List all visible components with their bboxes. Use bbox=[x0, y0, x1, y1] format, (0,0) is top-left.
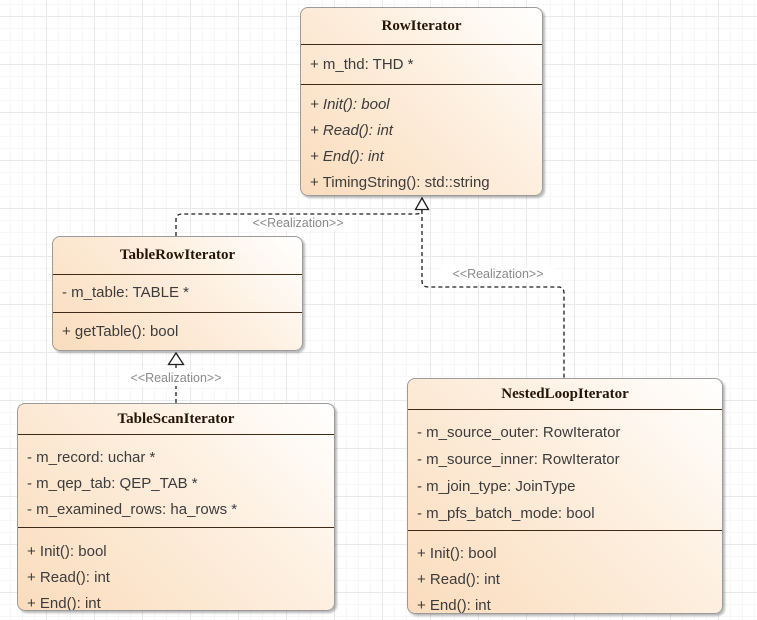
uml-attribute: - m_qep_tab: QEP_TAB * bbox=[27, 475, 198, 492]
uml-method: + Read(): int bbox=[27, 569, 110, 586]
uml-method: + Init(): bool bbox=[417, 545, 497, 562]
uml-method: + End(): int bbox=[310, 148, 384, 165]
class-rowiterator[interactable]: RowIterator + m_thd: THD * + Init(): boo… bbox=[300, 7, 543, 196]
realization-arrowhead bbox=[414, 196, 430, 211]
realization-label: <<Realization>> bbox=[442, 266, 554, 282]
realization-edge-nestedloop-rowiterator[interactable] bbox=[421, 210, 565, 378]
realization-edge-tablerow-rowiterator[interactable] bbox=[175, 209, 423, 236]
class-title: NestedLoopIterator bbox=[501, 385, 629, 402]
uml-method: + getTable(): bool bbox=[62, 323, 179, 340]
uml-attribute: + m_thd: THD * bbox=[310, 56, 414, 73]
uml-method: + Init(): bool bbox=[27, 543, 107, 560]
class-nestedloopiterator[interactable]: NestedLoopIterator - m_source_outer: Row… bbox=[407, 378, 723, 614]
uml-method: + Read(): int bbox=[417, 571, 500, 588]
class-title: RowIterator bbox=[381, 17, 462, 34]
uml-method: + Init(): bool bbox=[310, 96, 390, 113]
uml-attribute: - m_source_inner: RowIterator bbox=[417, 451, 620, 468]
realization-label: <<Realization>> bbox=[120, 370, 232, 386]
uml-method: + End(): int bbox=[417, 597, 491, 613]
uml-method: + Read(): int bbox=[310, 122, 393, 139]
class-tablerowiterator[interactable]: TableRowIterator - m_table: TABLE * + ge… bbox=[52, 236, 303, 351]
realization-label: <<Realization>> bbox=[242, 215, 354, 231]
class-title: TableScanIterator bbox=[117, 410, 235, 427]
class-title: TableRowIterator bbox=[119, 247, 236, 263]
uml-attribute: - m_join_type: JoinType bbox=[417, 478, 576, 495]
uml-method: + End(): int bbox=[27, 595, 101, 610]
uml-attribute: - m_table: TABLE * bbox=[62, 284, 190, 301]
realization-arrowhead bbox=[167, 351, 185, 366]
uml-attribute: - m_pfs_batch_mode: bool bbox=[417, 505, 595, 522]
uml-method: + TimingString(): std::string bbox=[310, 174, 490, 191]
class-tablescaniterator[interactable]: TableScanIterator - m_record: uchar * - … bbox=[17, 403, 335, 611]
uml-attribute: - m_examined_rows: ha_rows * bbox=[27, 501, 238, 518]
uml-attribute: - m_record: uchar * bbox=[27, 449, 156, 466]
uml-attribute: - m_source_outer: RowIterator bbox=[417, 424, 621, 441]
